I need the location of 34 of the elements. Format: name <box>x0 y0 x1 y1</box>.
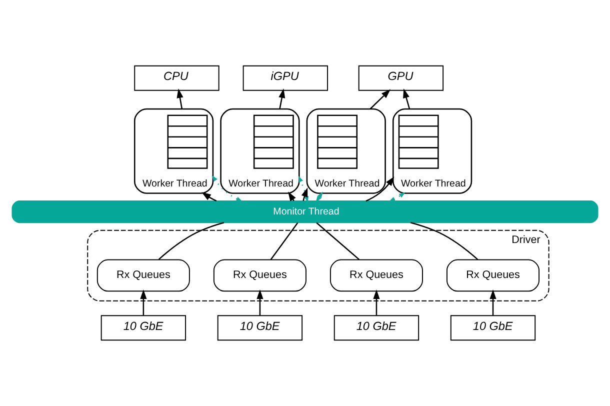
arrow <box>202 192 217 202</box>
arrow <box>403 88 410 110</box>
arrow <box>140 290 147 316</box>
cluster: Worker Thread <box>392 108 472 194</box>
node-box: Rx Queues <box>96 259 190 292</box>
arrow <box>370 89 391 110</box>
connector <box>410 222 478 260</box>
node-box: Rx Queues <box>330 259 423 292</box>
node-box: Rx Queues <box>446 259 540 292</box>
cluster: Worker Thread <box>306 108 386 194</box>
node-box: Rx Queues <box>213 259 306 292</box>
cluster: Worker Thread <box>134 108 214 194</box>
arrow <box>176 88 184 110</box>
connector <box>316 222 360 260</box>
arrow <box>366 176 394 202</box>
arrow <box>316 192 323 202</box>
arrow <box>212 175 243 202</box>
node-box: 10 GbE <box>217 315 303 341</box>
arrow <box>298 176 309 203</box>
arrow <box>373 290 380 316</box>
node-box: GPU <box>358 65 444 91</box>
node-box: 10 GbE <box>450 315 536 341</box>
node-box: CPU <box>134 65 220 91</box>
node-box: Monitor Thread <box>12 200 598 224</box>
arrow <box>278 88 286 110</box>
node-box: 10 GbE <box>334 315 420 341</box>
connector <box>158 222 224 260</box>
connector <box>270 222 298 260</box>
arrow <box>301 187 308 201</box>
node-box: iGPU <box>242 65 328 91</box>
arrow <box>490 290 496 316</box>
arrow <box>256 290 264 316</box>
cluster: Worker Thread <box>220 108 300 194</box>
node-box: 10 GbE <box>100 315 186 341</box>
